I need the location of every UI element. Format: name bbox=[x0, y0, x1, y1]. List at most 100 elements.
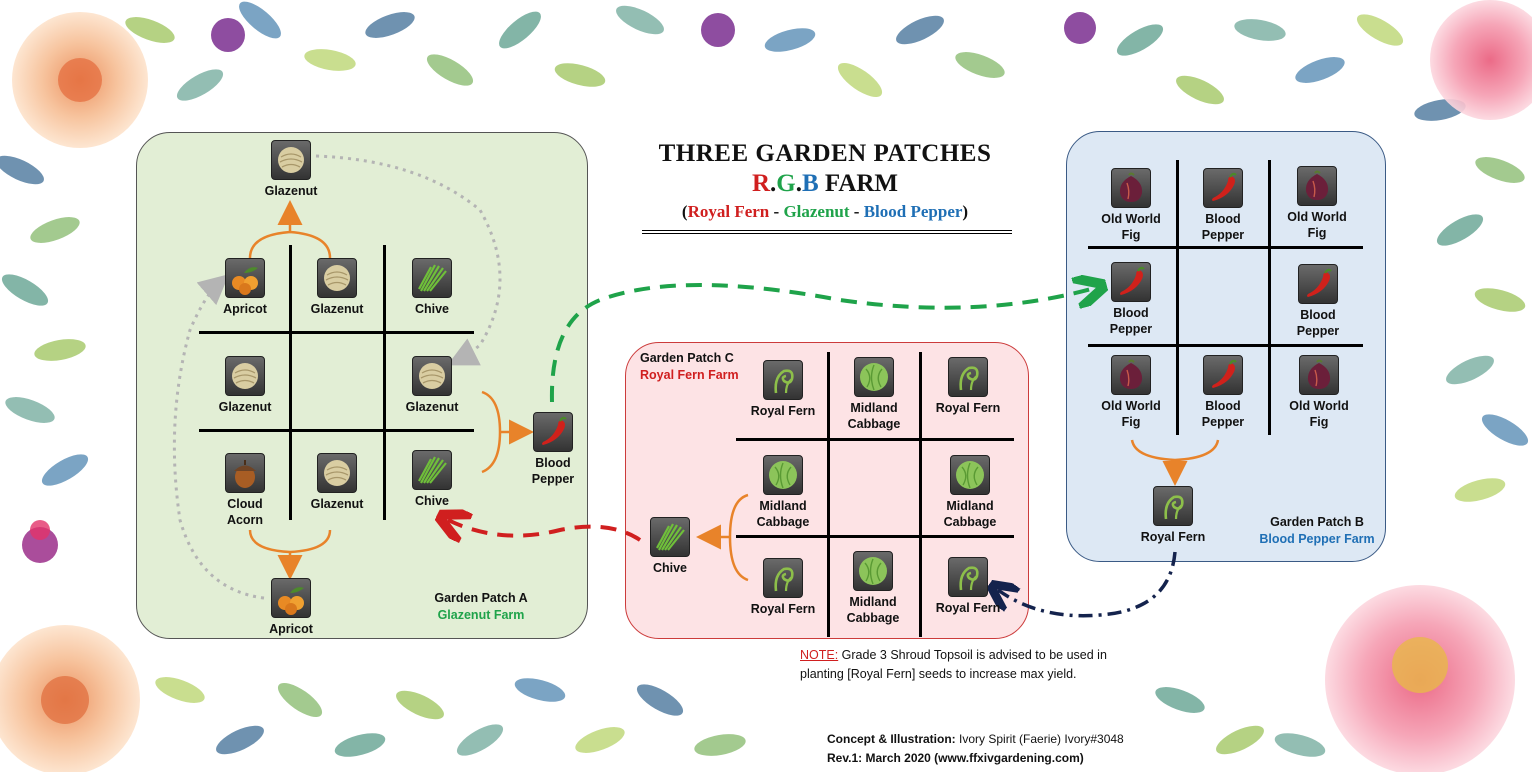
leaf-decoration bbox=[837, 62, 883, 98]
patch-b-cell-2: Blood Pepper bbox=[1168, 168, 1278, 243]
plant-label: Royal Fern bbox=[935, 601, 1001, 615]
leaf-decoration bbox=[1475, 157, 1525, 183]
patch-a-cell-2: Glazenut bbox=[282, 258, 392, 317]
plant-label: Midland Cabbage bbox=[846, 595, 900, 625]
leaf-decoration bbox=[1155, 687, 1205, 713]
leaf-decoration bbox=[365, 12, 415, 38]
patch-c-cell-1: Royal Fern bbox=[728, 360, 838, 419]
patch-b-grid-h1 bbox=[1088, 246, 1363, 249]
leaf-decoration bbox=[1274, 733, 1326, 757]
patch-c-label: Garden Patch C Royal Fern Farm bbox=[640, 350, 739, 384]
patch-a-cell-4: Glazenut bbox=[190, 356, 300, 415]
patch-c-farm: Royal Fern Farm bbox=[640, 368, 739, 382]
topsoil-note: NOTE: Grade 3 Shroud Topsoil is advised … bbox=[800, 646, 1130, 684]
patch-a-cell-9: Chive bbox=[377, 450, 487, 509]
fern-icon-graphic bbox=[774, 567, 794, 592]
patch-c-cell-3: Royal Fern bbox=[913, 357, 1023, 416]
crop-list: (Royal Fern - Glazenut - Blood Pepper) bbox=[600, 202, 1050, 222]
leaf-decoration bbox=[334, 733, 386, 757]
leaf-decoration bbox=[34, 339, 86, 361]
glazenut-icon-graphic bbox=[324, 460, 350, 486]
patch-a-cell-8: Glazenut bbox=[282, 453, 392, 512]
plant-label: Old World Fig bbox=[1289, 399, 1349, 429]
chive-icon-graphic bbox=[656, 523, 685, 551]
pepper-icon-graphic bbox=[1212, 172, 1237, 201]
fern-icon-graphic bbox=[1164, 495, 1184, 520]
patch-a-grid-h1 bbox=[199, 331, 474, 334]
plant-label: Glazenut bbox=[218, 400, 272, 414]
patch-c-grid-v2 bbox=[919, 352, 922, 637]
crop-list-open: ( bbox=[681, 202, 688, 221]
patch-a-cell-3: Chive bbox=[377, 258, 487, 317]
leaf-decoration bbox=[125, 17, 175, 43]
fern-icon bbox=[763, 360, 803, 400]
peach-rose-top-left bbox=[12, 12, 148, 148]
pink-rose-bottom-right bbox=[1325, 585, 1515, 772]
glazenut-icon bbox=[412, 356, 452, 396]
cabbage-icon bbox=[853, 551, 893, 591]
glazenut-icon bbox=[225, 356, 265, 396]
glazenut-icon bbox=[271, 140, 311, 180]
patch-b-grid-v1 bbox=[1176, 160, 1179, 435]
apricot-icon bbox=[271, 578, 311, 618]
title-block: THREE GARDEN PATCHES R.G.B FARM (Royal F… bbox=[600, 140, 1050, 222]
leaf-decoration bbox=[764, 28, 816, 52]
title-rule-top bbox=[642, 230, 1012, 231]
patch-c-left-output: Chive bbox=[615, 517, 725, 576]
pepper-icon-graphic bbox=[1307, 268, 1332, 297]
leaf-decoration bbox=[1216, 725, 1264, 755]
plant-label: Royal Fern bbox=[935, 401, 1001, 415]
patch-c-grid-v1 bbox=[827, 352, 830, 637]
chive-icon-graphic bbox=[418, 456, 447, 484]
page-subtitle: R.G.B FARM bbox=[600, 170, 1050, 198]
patch-c-cell-8: Midland Cabbage bbox=[818, 551, 928, 626]
glazenut-icon-graphic bbox=[324, 265, 350, 291]
leaf-decoration bbox=[426, 54, 474, 86]
leaf-decoration bbox=[304, 49, 356, 71]
leaf-decoration bbox=[616, 5, 664, 35]
leaf-decoration bbox=[0, 155, 44, 185]
patch-c-cell-4: Midland Cabbage bbox=[728, 455, 838, 530]
crop-glazenut: Glazenut bbox=[783, 202, 850, 221]
cabbage-icon-graphic bbox=[860, 363, 888, 391]
leaf-decoration bbox=[1436, 214, 1484, 246]
patch-b-label: Garden Patch B Blood Pepper Farm bbox=[1252, 514, 1382, 548]
plant-label: Blood Pepper bbox=[1109, 306, 1153, 336]
cabbage-icon-graphic bbox=[956, 461, 984, 489]
plant-label: Chive bbox=[414, 302, 450, 316]
patch-a-top-output: Glazenut bbox=[236, 140, 346, 199]
glazenut-icon-graphic bbox=[232, 363, 258, 389]
fuchsia-flower-top bbox=[211, 12, 1096, 52]
credits-line-1: Concept & Illustration: Ivory Spirit (Fa… bbox=[827, 730, 1124, 749]
leaf-decoration bbox=[176, 69, 224, 101]
plant-label: Cloud Acorn bbox=[226, 497, 264, 527]
pepper-icon-graphic bbox=[1120, 266, 1145, 295]
leaf-decoration bbox=[30, 217, 80, 243]
leaf-decoration bbox=[1454, 478, 1506, 502]
patch-b-name: Garden Patch B bbox=[1270, 515, 1364, 529]
leaf-decoration bbox=[1176, 75, 1224, 105]
credits-line-1-text: Ivory Spirit (Faerie) Ivory#3048 bbox=[955, 732, 1124, 746]
leaf-decoration bbox=[5, 397, 55, 423]
plant-label: Glazenut bbox=[405, 400, 459, 414]
plant-label: Old World Fig bbox=[1287, 210, 1347, 240]
leaf-decoration bbox=[277, 682, 323, 718]
fern-icon bbox=[763, 558, 803, 598]
leaf-decoration bbox=[1, 274, 49, 306]
title-rule-bottom bbox=[642, 233, 1012, 234]
patch-a-bottom-output: Apricot bbox=[236, 578, 346, 637]
plant-label: Midland Cabbage bbox=[943, 499, 997, 529]
pepper-icon-graphic bbox=[542, 416, 567, 445]
cabbage-icon bbox=[763, 455, 803, 495]
pepper-icon bbox=[533, 412, 573, 452]
cabbage-icon-graphic bbox=[769, 461, 797, 489]
plant-label: Blood Pepper bbox=[531, 456, 575, 486]
leaf-decoration bbox=[499, 11, 541, 49]
acorn-icon-graphic bbox=[234, 460, 256, 488]
leaf-decoration bbox=[456, 724, 504, 756]
leaf-decoration bbox=[694, 734, 746, 756]
leaf-decoration bbox=[396, 690, 444, 720]
plant-label: Blood Pepper bbox=[1201, 399, 1245, 429]
leaf-decoration bbox=[1446, 355, 1494, 385]
